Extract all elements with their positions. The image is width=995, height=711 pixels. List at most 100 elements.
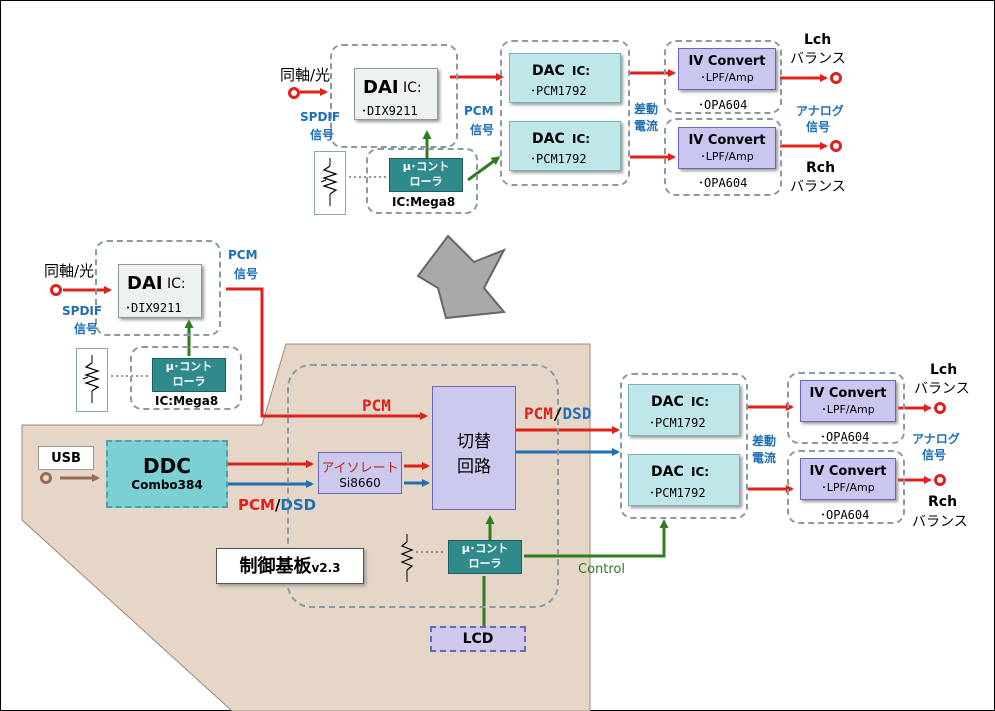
switch-line2: 回路 <box>457 457 491 477</box>
top-dac-l-ic: IC: <box>572 64 591 78</box>
switch-out-pcm: PCM <box>524 404 553 423</box>
board-version: v2.3 <box>311 561 341 575</box>
bottom-diff-label-1: 差動 <box>752 434 777 448</box>
usb-jack-icon <box>40 472 52 484</box>
bottom-mcu-box: μ･コント ローラ <box>152 358 226 392</box>
ddc-pcm-text: PCM <box>238 496 275 514</box>
bottom-input-label: 同軸/光 <box>44 262 95 280</box>
top-diff-label-1: 差動 <box>634 102 659 116</box>
ddc-pcm-dsd-label: PCM/DSD <box>238 496 316 514</box>
top-iv-r-group <box>664 118 782 196</box>
top-iv-r-title: IV Convert <box>688 133 766 148</box>
bottom-rch-jack-icon <box>934 474 946 486</box>
bottom-diff-label-2: 電流 <box>752 451 777 465</box>
bottom-iv-r-box: IV Convert ･LPF/Amp <box>800 458 896 500</box>
bottom-iv-r-title: IV Convert <box>809 464 887 479</box>
bottom-iv-l-group <box>787 372 905 444</box>
top-dac-r-part: ･PCM1792 <box>530 152 587 166</box>
top-analog-label-1: アナログ <box>796 104 844 118</box>
top-mcu-box: μ･コント ローラ <box>389 158 463 192</box>
switch-out-label: PCM/DSD <box>524 404 591 423</box>
bottom-dac-l-ic: IC: <box>691 395 710 409</box>
bottom-dai-ic: IC: <box>167 276 186 292</box>
top-input-label: 同軸/光 <box>280 66 331 84</box>
bottom-dac-l-title: DAC <box>651 394 684 410</box>
top-iv-l-box: IV Convert ･LPF/Amp <box>678 48 776 90</box>
top-iv-l-part: ･OPA604 <box>698 98 748 112</box>
bottom-lch-jack-icon <box>934 402 946 414</box>
bottom-mcu-line1: μ･コント <box>165 360 213 373</box>
bottom-control-wires <box>184 319 669 630</box>
top-dai-box: DAI IC: ･DIX9211 <box>354 68 438 120</box>
bottom-dac-r-part: ･PCM1792 <box>649 486 706 500</box>
board-mcu-box: μ･コント ローラ <box>448 540 522 574</box>
top-lch-jack-icon <box>830 72 842 84</box>
bottom-pcm-label-2: 信号 <box>234 267 259 281</box>
ddc-title: DDC <box>143 454 191 478</box>
ddc-slash-text: / <box>274 496 281 514</box>
top-pcm-label-2: 信号 <box>470 123 495 137</box>
top-dac-l-part: ･PCM1792 <box>530 84 587 98</box>
top-analog-label-2: 信号 <box>806 120 831 134</box>
top-spdif-label-1: SPDIF <box>300 110 341 124</box>
top-dai-group <box>330 44 458 148</box>
top-dac-r-box: DAC IC: ･PCM1792 <box>509 121 621 171</box>
bottom-rch-label-1: Rch <box>928 494 958 510</box>
bottom-volume-pot-icon <box>76 348 108 412</box>
bottom-dac-group <box>620 373 748 519</box>
top-dai-part: ･DIX9211 <box>361 104 418 118</box>
ddc-dsd-text: DSD <box>280 496 317 514</box>
bottom-dac-l-part: ･PCM1792 <box>649 416 706 430</box>
bottom-analog-label-2: 信号 <box>922 448 947 462</box>
bottom-mcu-ic: IC:Mega8 <box>155 394 219 408</box>
top-control-wires <box>422 130 501 182</box>
bottom-dai-part: ･DIX9211 <box>125 301 182 315</box>
bottom-mcu-line2: ローラ <box>172 375 206 388</box>
bottom-dac-l-box: DAC IC: ･PCM1792 <box>628 384 740 436</box>
top-dac-r-title: DAC <box>532 131 565 147</box>
control-label: Control <box>578 562 625 577</box>
board-mcu-line1: μ･コント <box>461 542 509 555</box>
top-mcu-line1: μ･コント <box>402 160 450 173</box>
bottom-lch-label-2: バランス <box>914 381 970 397</box>
top-dac-l-box: DAC IC: ･PCM1792 <box>509 53 621 103</box>
bottom-dac-r-box: DAC IC: ･PCM1792 <box>628 454 740 506</box>
top-rch-label-2: バランス <box>790 179 846 195</box>
isolator-title: アイソレート <box>321 461 399 476</box>
top-iv-r-sub: ･LPF/Amp <box>700 150 754 163</box>
top-lch-label-1: Lch <box>804 32 832 48</box>
bottom-iv-l-title: IV Convert <box>809 386 887 401</box>
bottom-spdif-label-2: 信号 <box>74 322 99 336</box>
bottom-dsd-wires <box>228 448 620 488</box>
lcd-box: LCD <box>430 626 526 652</box>
bottom-iv-r-sub: ･LPF/Amp <box>821 481 875 494</box>
pcm-bus-label: PCM <box>362 396 391 415</box>
bottom-dai-group <box>95 240 221 336</box>
top-spdif-label-2: 信号 <box>310 128 335 142</box>
top-input-jack-icon <box>288 87 300 99</box>
bottom-rch-label-2: バランス <box>912 514 968 530</box>
top-dac-group <box>500 40 630 186</box>
top-dai-ic: IC: <box>403 80 422 96</box>
isolator-part: Si8660 <box>339 476 381 490</box>
isolator-box: アイソレート Si8660 <box>318 452 402 494</box>
bottom-iv-l-sub: ･LPF/Amp <box>821 403 875 416</box>
bottom-iv-l-box: IV Convert ･LPF/Amp <box>800 380 896 422</box>
top-dac-l-title: DAC <box>532 63 565 79</box>
bottom-dai-title: DAI <box>127 273 163 294</box>
top-mcu-ic: IC:Mega8 <box>392 195 456 209</box>
top-signal-wires <box>300 69 828 161</box>
bottom-iv-l-part: ･OPA604 <box>820 430 870 444</box>
top-mcu-group <box>366 148 478 214</box>
top-dai-title: DAI <box>363 77 399 98</box>
top-diff-label-2: 電流 <box>634 119 659 133</box>
bottom-pcm-label-1: PCM <box>228 248 258 262</box>
top-mcu-line2: ローラ <box>409 175 443 188</box>
board-pot-icon <box>396 532 418 586</box>
top-rch-label-1: Rch <box>806 160 836 176</box>
board-mcu-line2: ローラ <box>468 557 502 570</box>
switch-out-dsd: DSD <box>562 404 592 423</box>
bottom-iv-r-part: ･OPA604 <box>820 508 870 522</box>
top-iv-r-box: IV Convert ･LPF/Amp <box>678 127 776 169</box>
bottom-dai-box: DAI IC: ･DIX9211 <box>118 264 202 318</box>
